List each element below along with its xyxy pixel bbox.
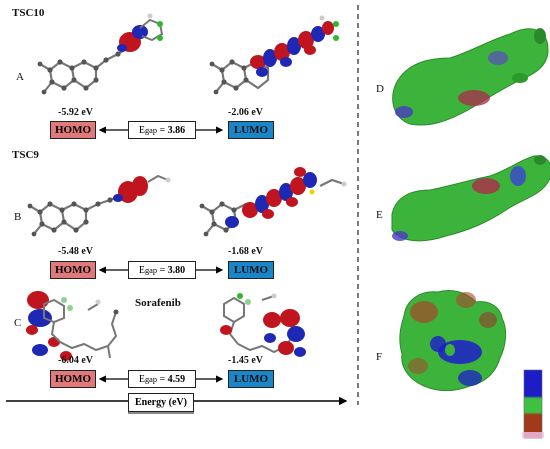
molecule-a-lumo	[209, 15, 339, 95]
lumo-energy-c: -1.45 eV	[228, 355, 263, 366]
row-label-c: C	[14, 317, 22, 329]
energy-axis-label: Energy (eV)	[128, 393, 194, 412]
row-label-b: B	[14, 211, 22, 223]
gap-symbol: E	[138, 124, 145, 136]
lumo-box-b: LUMO	[228, 261, 274, 279]
gap-subscript: gap	[144, 265, 157, 275]
map-label-f: F	[376, 351, 383, 363]
lumo-box-a: LUMO	[228, 121, 274, 139]
compound-name-tsc10: TSC10	[12, 7, 45, 19]
esp-color-scale	[522, 369, 544, 439]
homo-box-c: HOMO	[50, 370, 96, 388]
compound-name-sorafenib: Sorafenib	[135, 297, 181, 309]
map-label-e: E	[376, 209, 383, 221]
molecule-b-lumo	[199, 167, 347, 237]
homo-energy-b: -5.48 eV	[58, 246, 93, 257]
map-label-d: D	[376, 83, 384, 95]
gap-equals: =	[157, 264, 168, 276]
gap-symbol: E	[138, 264, 145, 276]
esp-map-d	[392, 28, 549, 126]
gap-value-c: 4.59	[167, 373, 186, 385]
lumo-energy-b: -1.68 eV	[228, 246, 263, 257]
gap-equals: =	[157, 373, 168, 385]
molecule-c-homo	[26, 291, 119, 361]
homo-box-a: HOMO	[50, 121, 96, 139]
homo-energy-c: -6.04 eV	[58, 355, 93, 366]
homo-energy-a: -5.92 eV	[58, 107, 93, 118]
row-label-a: A	[16, 71, 24, 83]
gap-subscript: gap	[144, 374, 157, 384]
lumo-energy-a: -2.06 eV	[228, 107, 263, 118]
molecule-c-lumo	[220, 293, 306, 357]
gap-equals: =	[157, 124, 168, 136]
compound-name-tsc9: TSC9	[12, 149, 39, 161]
gap-subscript: gap	[144, 125, 157, 135]
esp-map-e	[391, 155, 550, 242]
esp-map-f	[399, 289, 507, 391]
gap-symbol: E	[138, 373, 145, 385]
homo-box-b: HOMO	[50, 261, 96, 279]
gap-value-b: 3.80	[167, 264, 186, 276]
molecule-b-homo	[27, 174, 171, 237]
molecule-a-homo	[37, 13, 164, 95]
gap-value-a: 3.86	[167, 124, 186, 136]
lumo-box-c: LUMO	[228, 370, 274, 388]
gap-arrows	[98, 126, 224, 383]
